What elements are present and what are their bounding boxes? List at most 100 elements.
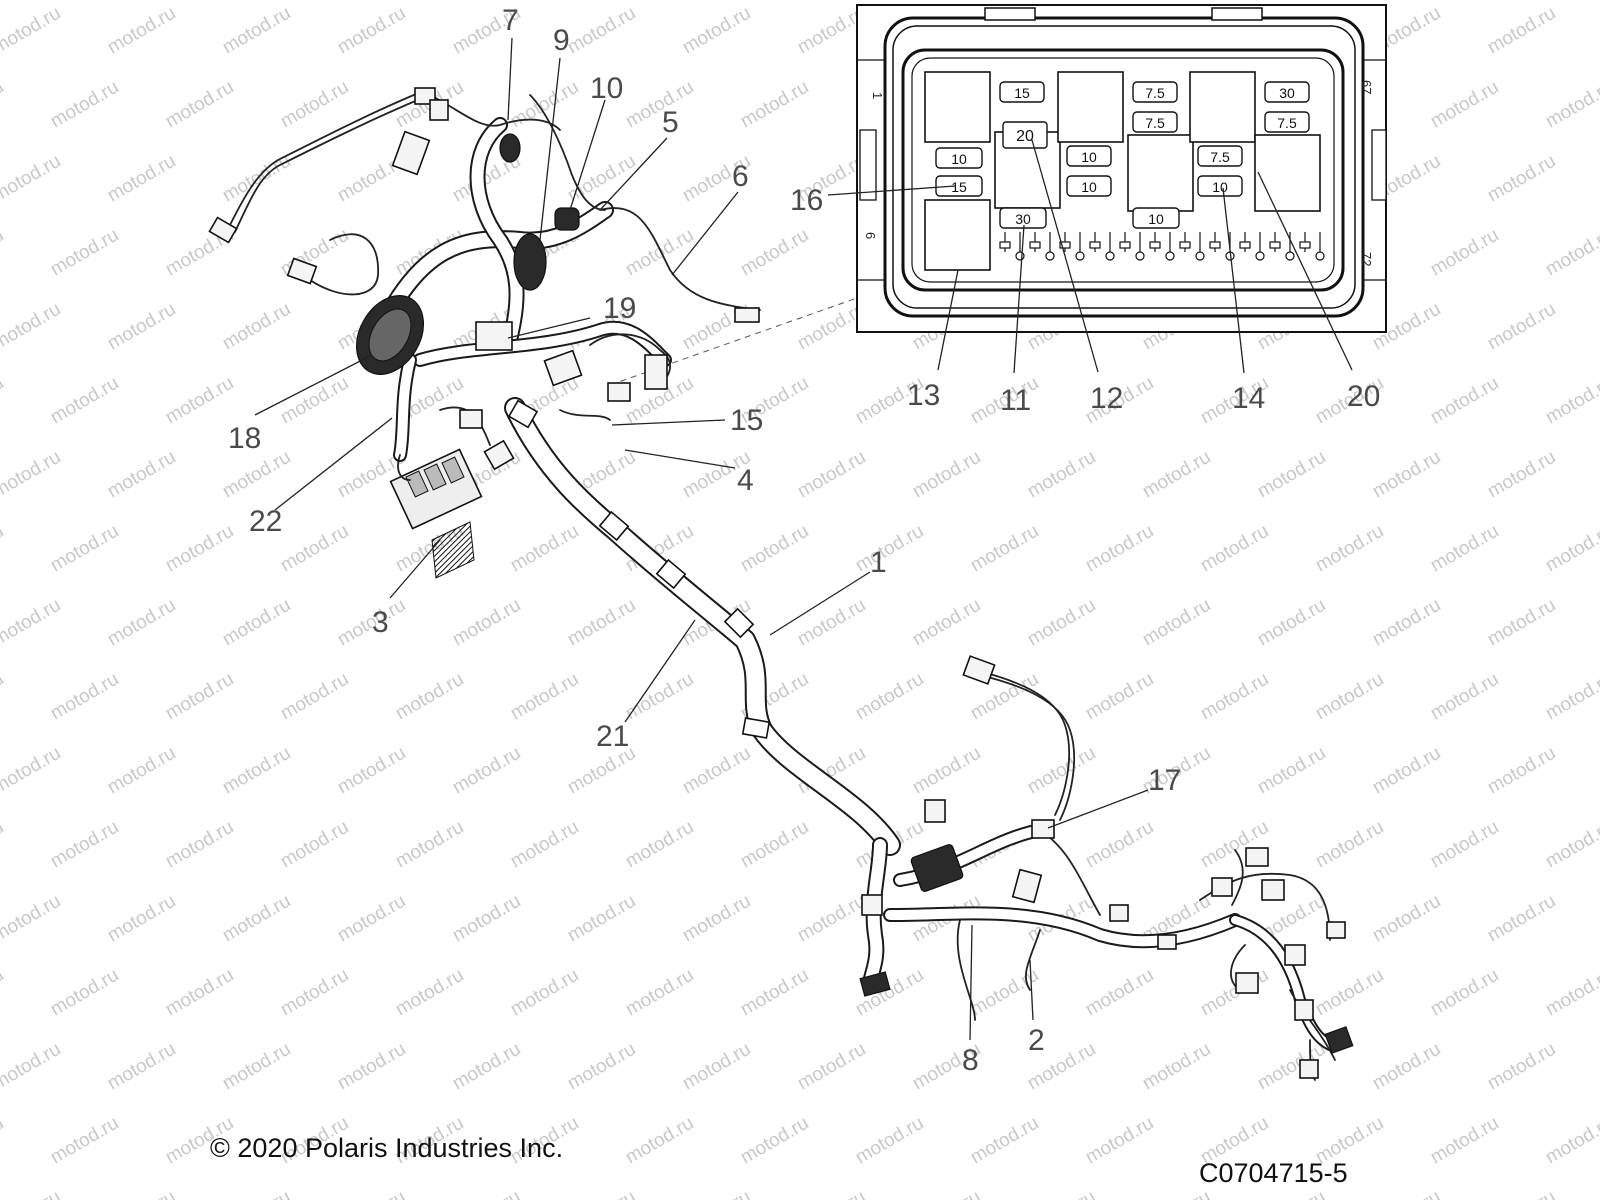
- watermark-text: motod.ru: [737, 817, 812, 873]
- watermark-text: motod.ru: [1427, 77, 1502, 133]
- callout-number: 1: [870, 546, 887, 579]
- watermark-text: motod.ru: [737, 1113, 812, 1169]
- watermark-text: motod.ru: [1369, 1187, 1444, 1200]
- watermark-text: motod.ru: [1542, 225, 1600, 281]
- svg-text:15: 15: [951, 179, 967, 195]
- terminal-slots: [999, 232, 1325, 261]
- watermark-text: motod.ru: [0, 1113, 7, 1169]
- watermark-text: motod.ru: [622, 1113, 697, 1169]
- watermark-text: motod.ru: [277, 77, 352, 133]
- watermark-text: motod.ru: [1484, 595, 1559, 651]
- watermark-text: motod.ru: [334, 743, 409, 799]
- watermark-text: motod.ru: [449, 1039, 524, 1095]
- fuse-box-edge-label: 67: [1359, 80, 1374, 94]
- watermark-text: motod.ru: [0, 521, 7, 577]
- watermark-text: motod.ru: [1369, 447, 1444, 503]
- fuse: 10: [935, 147, 983, 169]
- watermark-text: motod.ru: [1542, 1113, 1600, 1169]
- watermark-text: motod.ru: [1484, 1187, 1559, 1200]
- watermark-text: motod.ru: [0, 3, 64, 59]
- watermark-text: motod.ru: [219, 299, 294, 355]
- callout-number: 8: [962, 1044, 979, 1077]
- svg-text:10: 10: [1148, 211, 1164, 227]
- callout-number: 22: [249, 505, 282, 538]
- watermark-text: motod.ru: [0, 595, 64, 651]
- watermark-text: motod.ru: [162, 965, 237, 1021]
- watermark-text: motod.ru: [737, 965, 812, 1021]
- watermark-text: motod.ru: [564, 3, 639, 59]
- callout-number: 12: [1090, 382, 1123, 415]
- main-wire-harness: [208, 87, 1354, 1081]
- callout-number: 19: [603, 292, 636, 325]
- svg-text:15: 15: [1014, 85, 1030, 101]
- watermark-text: motod.ru: [967, 1113, 1042, 1169]
- watermark-text: motod.ru: [1542, 965, 1600, 1021]
- watermark-text: motod.ru: [622, 669, 697, 725]
- watermark-text: motod.ru: [334, 891, 409, 947]
- watermark-text: motod.ru: [1484, 299, 1559, 355]
- callout-number: 21: [596, 720, 629, 753]
- watermark-text: motod.ru: [104, 447, 179, 503]
- watermark-text: motod.ru: [0, 743, 64, 799]
- watermark-text: motod.ru: [1139, 595, 1214, 651]
- watermark-text: motod.ru: [679, 1187, 754, 1200]
- svg-text:20: 20: [1016, 128, 1034, 145]
- watermark-text: motod.ru: [852, 669, 927, 725]
- watermark-text: motod.ru: [449, 743, 524, 799]
- watermark-text: motod.ru: [852, 1113, 927, 1169]
- watermark-text: motod.ru: [1024, 447, 1099, 503]
- callout-number: 20: [1347, 380, 1380, 413]
- watermark-text: motod.ru: [679, 743, 754, 799]
- fuse: 30: [1264, 81, 1310, 103]
- callout-number: 9: [553, 24, 570, 57]
- watermark-text: motod.ru: [909, 743, 984, 799]
- watermark-text: motod.ru: [507, 669, 582, 725]
- watermark-text: motod.ru: [104, 743, 179, 799]
- fuse: 20: [1002, 121, 1048, 149]
- watermark-text: motod.ru: [622, 77, 697, 133]
- watermark-text: motod.ru: [507, 965, 582, 1021]
- watermark-text: motod.ru: [104, 1039, 179, 1095]
- watermark-text: motod.ru: [47, 373, 122, 429]
- watermark-text: motod.ru: [564, 1039, 639, 1095]
- fuse: 7.5: [1132, 111, 1178, 133]
- watermark-text: motod.ru: [47, 817, 122, 873]
- relay: [1189, 71, 1256, 143]
- watermark-text: motod.ru: [104, 1187, 179, 1200]
- watermark-text: motod.ru: [449, 891, 524, 947]
- watermark-text: motod.ru: [0, 151, 64, 207]
- relay: [924, 199, 991, 271]
- watermark-text: motod.ru: [1139, 447, 1214, 503]
- svg-text:10: 10: [951, 151, 967, 167]
- fuse-block: [389, 448, 483, 530]
- watermark-text: motod.ru: [794, 891, 869, 947]
- watermark-text: motod.ru: [162, 373, 237, 429]
- watermark-text: motod.ru: [507, 77, 582, 133]
- callout-number: 6: [732, 160, 749, 193]
- watermark-text: motod.ru: [1082, 965, 1157, 1021]
- watermark-text: motod.ru: [1542, 373, 1600, 429]
- watermark-text: motod.ru: [0, 299, 64, 355]
- relay: [1127, 134, 1194, 212]
- watermark-text: motod.ru: [1254, 595, 1329, 651]
- watermark-text: motod.ru: [1369, 891, 1444, 947]
- watermark-text: motod.ru: [1542, 817, 1600, 873]
- watermark-text: motod.ru: [449, 1187, 524, 1200]
- watermark-text: motod.ru: [47, 225, 122, 281]
- watermark-text: motod.ru: [1484, 447, 1559, 503]
- svg-text:7.5: 7.5: [1145, 115, 1165, 131]
- fuse-box-inset: 15 20 10 15 30 7.5 7.5 10: [827, 4, 1387, 374]
- fuse-box-edge-label: 72: [1359, 252, 1374, 266]
- fuse-box-edge-label: 1: [870, 92, 885, 99]
- callout-number: 3: [372, 606, 389, 639]
- callout-number: 15: [730, 404, 763, 437]
- watermark-text: motod.ru: [0, 225, 7, 281]
- callout-number: 18: [228, 422, 261, 455]
- relay: [1254, 134, 1321, 212]
- watermark-text: motod.ru: [1427, 817, 1502, 873]
- watermark-text: motod.ru: [219, 743, 294, 799]
- watermark-text: motod.ru: [392, 965, 467, 1021]
- fuse: 30: [999, 207, 1047, 229]
- watermark-text: motod.ru: [1484, 891, 1559, 947]
- svg-text:7.5: 7.5: [1277, 115, 1297, 131]
